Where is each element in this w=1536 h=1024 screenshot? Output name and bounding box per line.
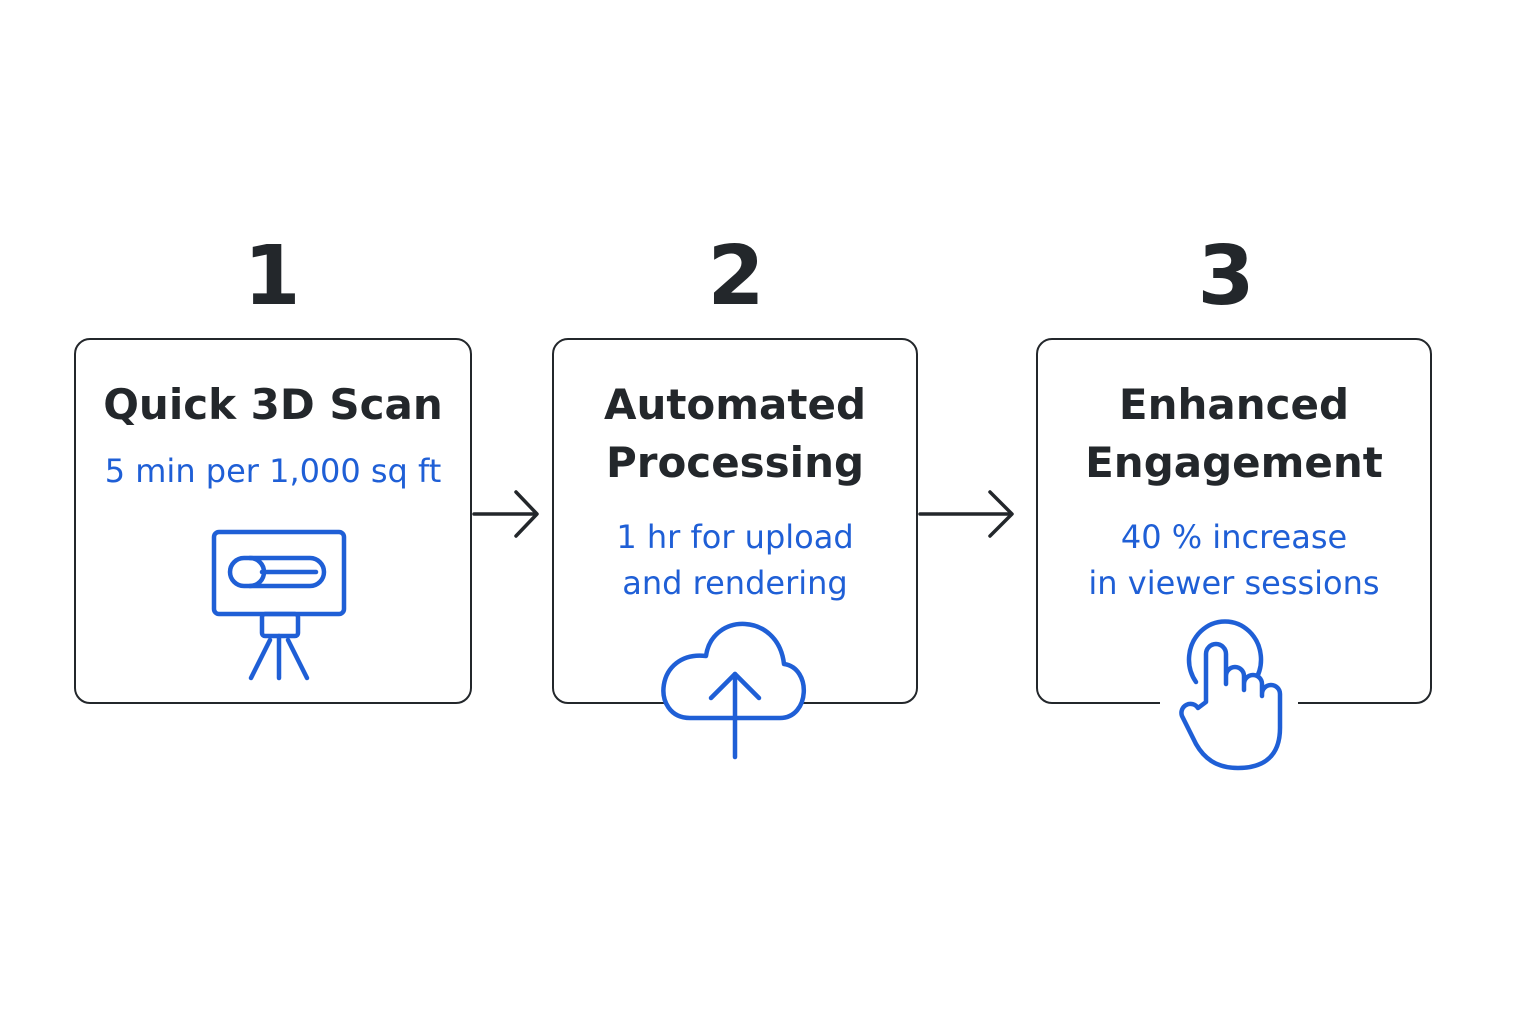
arrow-right-icon xyxy=(918,490,1014,538)
step-1-title: Quick 3D Scan xyxy=(103,380,443,429)
arrow-right-icon xyxy=(472,490,539,538)
step-1-card: Quick 3D Scan 5 min per 1,000 sq ft xyxy=(74,338,472,704)
step-2-detail: 1 hr for upload and rendering xyxy=(616,518,854,602)
step-3-title: Enhanced Engagement xyxy=(1085,380,1383,487)
step-3-number: 3 xyxy=(1197,229,1255,324)
step-1-detail: 5 min per 1,000 sq ft xyxy=(104,452,442,490)
step-1-number: 1 xyxy=(243,229,301,324)
step-2-number: 2 xyxy=(707,229,765,324)
step-3-card: Enhanced Engagement 40 % increase in vie… xyxy=(1036,338,1432,704)
step-3-detail: 40 % increase in viewer sessions xyxy=(1088,518,1380,602)
step-2-title: Automated Processing xyxy=(603,380,867,487)
step-2-card: Automated Processing 1 hr for upload and… xyxy=(552,338,918,704)
